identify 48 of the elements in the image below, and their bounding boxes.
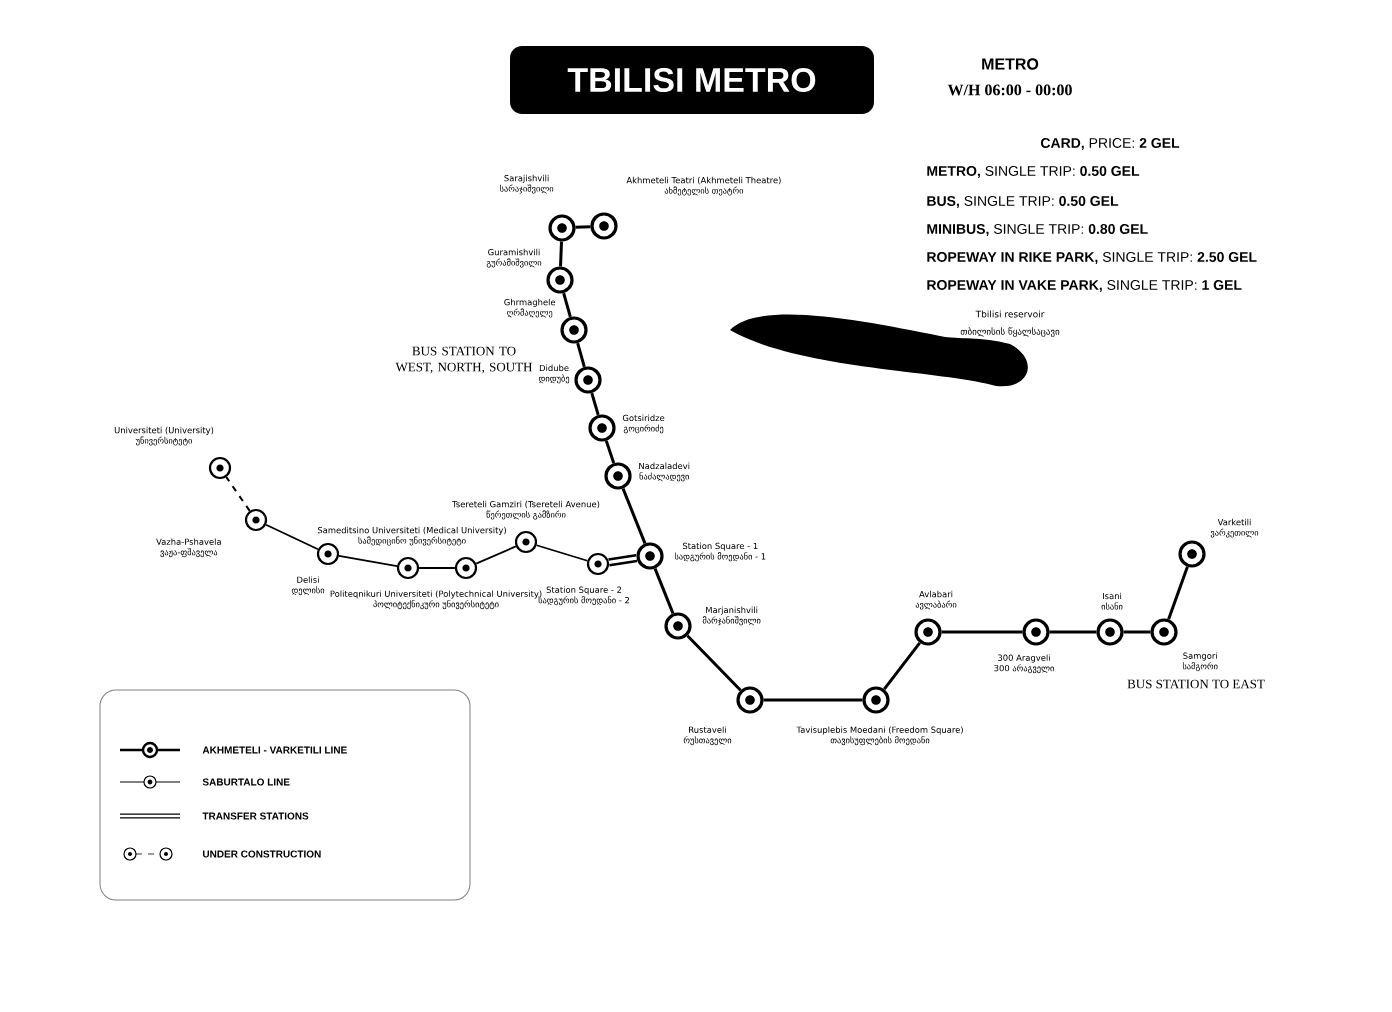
- station-circle: [208, 456, 232, 480]
- station-circle: [316, 542, 340, 566]
- station-circle: [914, 618, 942, 646]
- station-circle: [1150, 618, 1178, 646]
- station-circle: [1178, 540, 1206, 568]
- track-line: [562, 292, 572, 318]
- station-circle: [1022, 618, 1050, 646]
- track-line: [883, 641, 921, 691]
- track-line: [1167, 566, 1189, 620]
- track-line: [941, 630, 1023, 634]
- station-circle: [244, 508, 268, 532]
- track-line: [575, 225, 591, 229]
- header-text: METRO: [982, 58, 1039, 70]
- track-line: [1123, 630, 1151, 634]
- track-line: [621, 488, 647, 544]
- track-line: [608, 553, 638, 567]
- track-line: [604, 440, 616, 464]
- station-circle: [454, 556, 478, 580]
- track-line: [559, 241, 563, 267]
- station-circle: [574, 366, 602, 394]
- station-circle: [1096, 618, 1124, 646]
- track-line: [535, 544, 589, 562]
- track-line: [590, 392, 600, 416]
- station-circle: [636, 542, 664, 570]
- title-banner: TBILISI METRO: [510, 46, 874, 114]
- station-circle: [548, 214, 576, 242]
- station-circle: [664, 612, 692, 640]
- station-circle: [546, 266, 574, 294]
- track-line: [763, 698, 863, 702]
- station-circle: [514, 530, 538, 554]
- track-line: [265, 523, 319, 551]
- track-line: [338, 555, 398, 567]
- station-circle: [560, 316, 588, 344]
- station-circle: [588, 414, 616, 442]
- track-line: [653, 568, 675, 614]
- track-line: [475, 545, 517, 565]
- track-line: [225, 476, 251, 512]
- hours-text: W/H 06:00 - 00:00: [947, 84, 1072, 96]
- track-line: [418, 567, 456, 569]
- station-circle: [586, 552, 610, 576]
- station-circle: [396, 556, 420, 580]
- track-line: [686, 634, 742, 692]
- station-circle: [604, 462, 632, 490]
- station-circle: [590, 212, 618, 240]
- station-circle: [736, 686, 764, 714]
- track-line: [576, 342, 586, 368]
- station-circle: [862, 686, 890, 714]
- track-line: [1049, 630, 1097, 634]
